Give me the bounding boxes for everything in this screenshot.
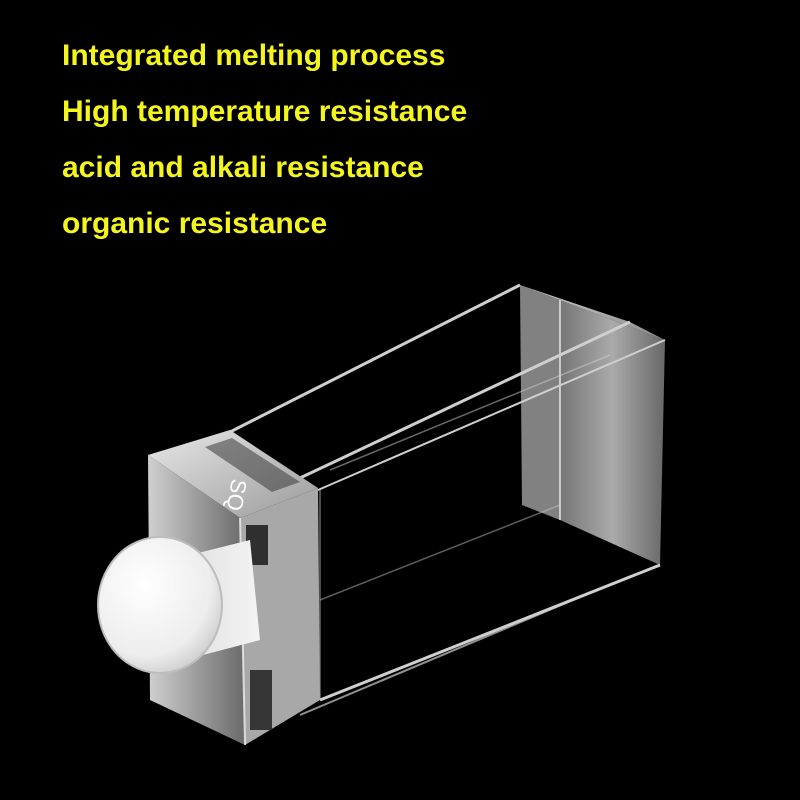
cuvette-marking: SQ: [222, 477, 252, 513]
feature-line-melting: Integrated melting process: [62, 39, 446, 72]
feature-line-acid-alkali: acid and alkali resistance: [62, 151, 424, 184]
feature-list: Integrated melting process High temperat…: [62, 34, 467, 258]
cuvette-clear-body: [229, 283, 666, 716]
cuvette-cap: [97, 536, 260, 674]
feature-line-organic: organic resistance: [62, 207, 328, 240]
feature-line-temperature: High temperature resistance: [62, 95, 468, 128]
cuvette-far-end: [520, 285, 665, 565]
